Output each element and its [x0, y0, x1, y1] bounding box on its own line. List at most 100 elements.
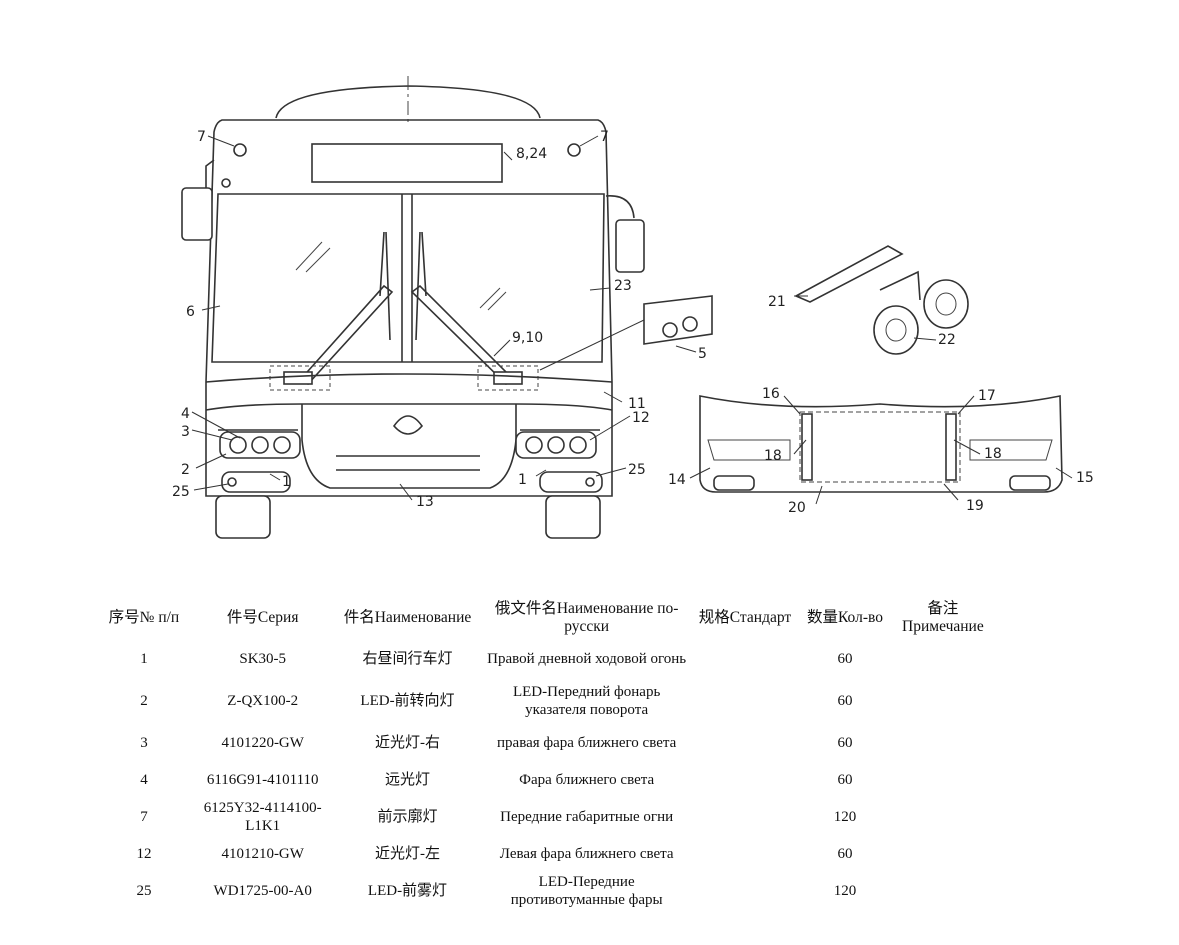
callout-25-left: 25: [172, 484, 190, 500]
cell-name: 远光灯: [384, 772, 430, 788]
cell-name: 右昼间行车灯: [362, 651, 453, 667]
cell-russian-name: Фара ближнего света: [519, 772, 655, 788]
cell-quantity: 60: [837, 846, 853, 862]
cell-no: 1: [140, 651, 148, 667]
table-row: 2 Z-QX100-2 LED-前转向灯 LED-Передний фонарь…: [95, 680, 995, 722]
callout-6: 6: [186, 304, 195, 320]
callout-3: 3: [181, 424, 190, 440]
header-no: 序号№ п/п: [108, 609, 180, 626]
right-mirror: [615, 219, 645, 273]
right-wiper-arm: [410, 284, 516, 385]
callout-25-right: 25: [628, 462, 646, 478]
cell-russian-name: LED-Передние противотуманные фары: [510, 874, 663, 908]
callout-23: 23: [614, 278, 632, 294]
header-name: 件名Наименование: [343, 609, 472, 626]
left-wheel: [215, 495, 271, 539]
callout-leaders: [191, 135, 1073, 505]
cell-no: 2: [140, 693, 148, 709]
bus-front-diagram: 7 7 8,24 6 23 9,10 5 4 3 2 25 1 13 1 25 …: [172, 76, 1094, 539]
callout-17: 17: [978, 388, 996, 404]
cell-quantity: 120: [833, 883, 857, 899]
cell-standard: [691, 680, 799, 722]
horn-right: [923, 279, 969, 329]
cell-no: 3: [140, 735, 148, 751]
callout-5: 5: [698, 346, 707, 362]
header-russian-name: 俄文件名Наименование по-русски: [494, 600, 679, 635]
cell-russian-name: Правой дневной ходовой огонь: [487, 651, 687, 667]
horn-left: [873, 305, 919, 355]
callout-16: 16: [762, 386, 780, 402]
marker-lamp-left: [233, 143, 247, 157]
cell-part-number: 4101210-GW: [221, 846, 304, 862]
callout-1-right: 1: [518, 472, 527, 488]
cell-part-number: 6116G91-4101110: [206, 772, 319, 788]
callout-18-left: 18: [764, 448, 782, 464]
callout-13: 13: [416, 494, 434, 510]
cell-note: [891, 764, 995, 796]
cell-quantity: 60: [837, 651, 853, 667]
callout-22: 22: [938, 332, 956, 348]
cell-russian-name: правая фара ближнего света: [497, 735, 677, 751]
cell-standard: [691, 838, 799, 870]
cell-part-number: 4101220-GW: [221, 735, 304, 751]
header-quantity: 数量Кол-во: [806, 609, 883, 626]
callout-labels: 7 7 8,24 6 23 9,10 5 4 3 2 25 1 13 1 25 …: [172, 129, 1094, 516]
bumper-assembly: [699, 395, 1063, 493]
windshield: [211, 193, 605, 363]
cell-standard: [691, 722, 799, 764]
table-row: 4 6116G91-4101110 远光灯 Фара ближнего свет…: [95, 764, 995, 796]
table-row: 1 SK30-5 右昼间行车灯 Правой дневной ходовой о…: [95, 638, 995, 680]
cell-note: [891, 796, 995, 838]
cell-russian-name: Левая фара ближнего света: [499, 846, 674, 862]
cell-quantity: 60: [837, 772, 853, 788]
callout-15: 15: [1076, 470, 1094, 486]
bus-body-outline: [205, 119, 613, 497]
header-standard: 规格Стандарт: [698, 609, 792, 626]
detail-5-lamp: [643, 295, 713, 345]
cell-note: [891, 722, 995, 764]
cell-no: 4: [140, 772, 148, 788]
callout-21: 21: [768, 294, 786, 310]
callout-11: 11: [628, 396, 646, 412]
callout-19: 19: [966, 498, 984, 514]
horn-bracket: [794, 245, 904, 303]
table-row: 3 4101220-GW 近光灯-右 правая фара ближнего …: [95, 722, 995, 764]
cell-part-number: WD1725-00-A0: [213, 883, 312, 899]
callout-18-right: 18: [984, 446, 1002, 462]
brand-logo: [392, 415, 424, 435]
cell-name: LED-前雾灯: [367, 883, 448, 899]
cell-standard: [691, 764, 799, 796]
cell-name: 近光灯-左: [374, 846, 440, 862]
table-row: 25 WD1725-00-A0 LED-前雾灯 LED-Передние про…: [95, 870, 995, 912]
callout-7-right: 7: [600, 129, 609, 145]
cell-name: LED-前转向灯: [360, 693, 455, 709]
cell-russian-name: Передние габаритные огни: [500, 809, 674, 825]
header-note: 备注Примечание: [902, 600, 984, 635]
table-row: 7 6125Y32-4114100-L1K1 前示廓灯 Передние габ…: [95, 796, 995, 838]
destination-display: [311, 143, 503, 183]
cell-note: [891, 870, 995, 912]
table-row: 12 4101210-GW 近光灯-左 Левая фара ближнего …: [95, 838, 995, 870]
cell-standard: [691, 796, 799, 838]
left-wiper-arm: [298, 284, 394, 385]
cell-quantity: 60: [837, 735, 853, 751]
cell-russian-name: LED-Передний фонарь указателя поворота: [512, 684, 661, 718]
cell-no: 7: [140, 809, 148, 825]
cell-standard: [691, 870, 799, 912]
cell-part-number: SK30-5: [239, 651, 287, 667]
callout-12: 12: [632, 410, 650, 426]
cell-quantity: 120: [833, 809, 857, 825]
header-part-number: 件号Серия: [226, 609, 299, 626]
front-grille: [301, 404, 517, 489]
marker-lamp-right: [567, 143, 581, 157]
cell-standard: [691, 638, 799, 680]
cell-note: [891, 680, 995, 722]
cell-note: [891, 838, 995, 870]
cell-part-number: Z-QX100-2: [227, 693, 299, 709]
callout-20: 20: [788, 500, 806, 516]
callout-7-left: 7: [197, 129, 206, 145]
callout-4: 4: [181, 406, 190, 422]
cell-quantity: 60: [837, 693, 853, 709]
callout-8-24: 8,24: [516, 146, 547, 162]
cell-name: 近光灯-右: [374, 735, 440, 751]
